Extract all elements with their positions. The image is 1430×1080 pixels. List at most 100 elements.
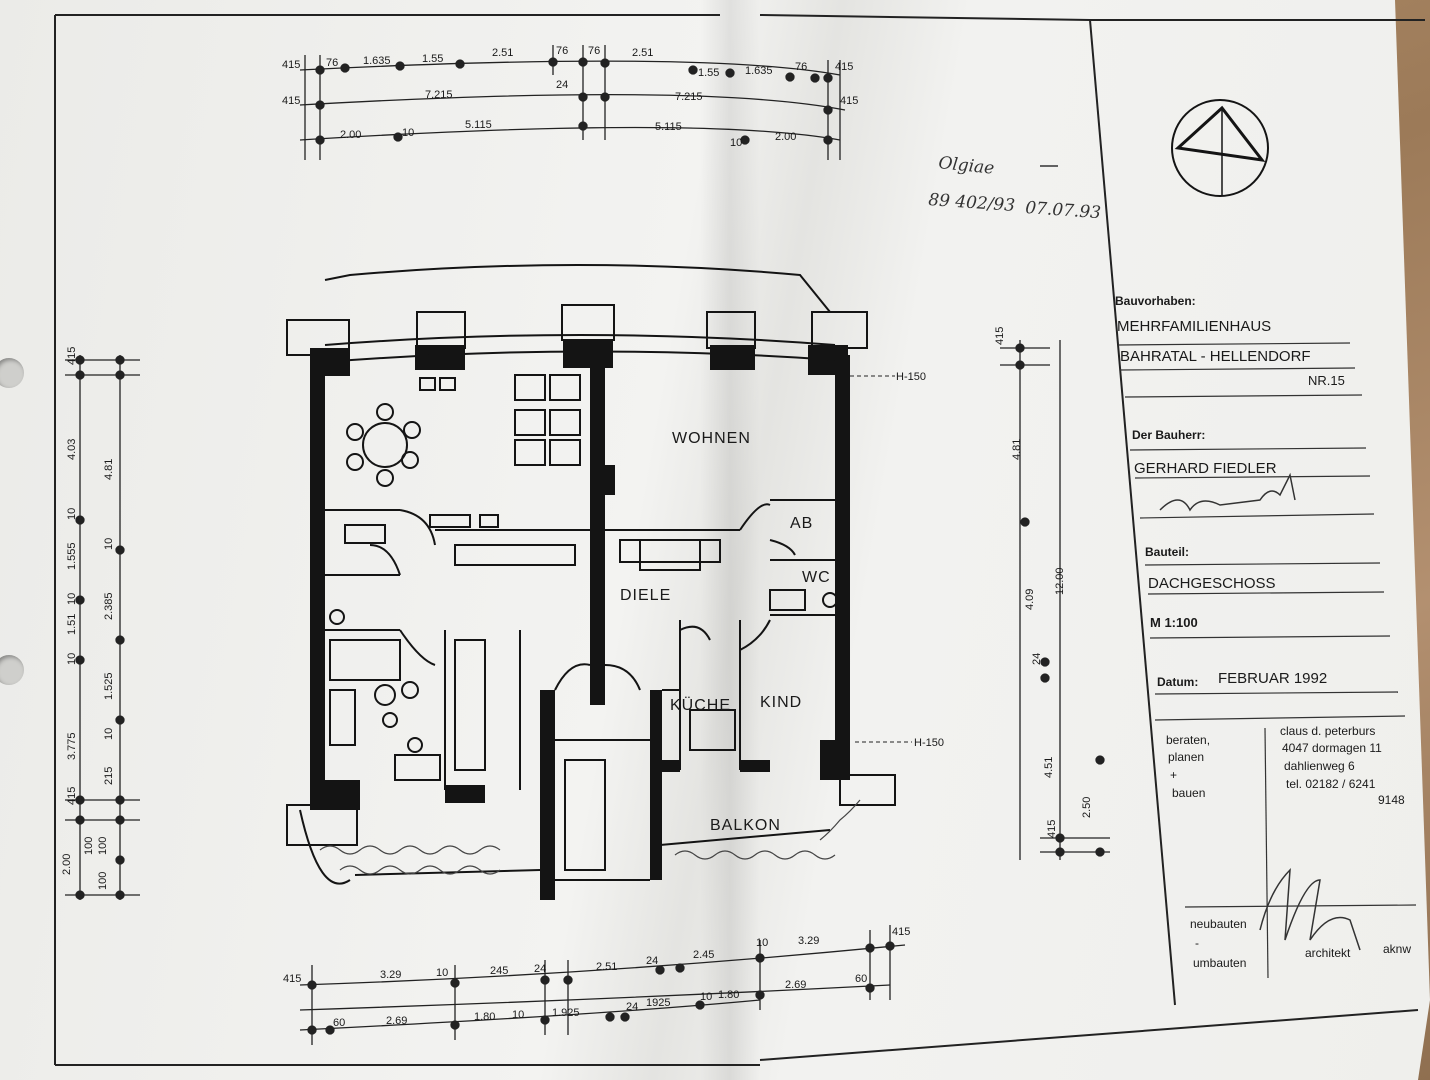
bottom-dimensions: [299, 925, 906, 1045]
dim-left-10: 1.525: [103, 672, 115, 700]
dim-top-2-4: 415: [840, 95, 858, 107]
dim-bottom-3-3: 10: [512, 1009, 524, 1021]
room-label-balkon: BALKON: [710, 817, 781, 834]
room-label-wc: WC: [802, 569, 831, 586]
dim-left-13: 215: [103, 767, 115, 785]
dim-left-5: 1.555: [66, 542, 78, 570]
dim-left-0: 415: [66, 347, 78, 365]
owner-signature: [1159, 472, 1296, 512]
dim-left-4: 10: [103, 538, 115, 550]
project-line-1: MEHRFAMILIENHAUS: [1117, 318, 1271, 335]
dim-right-7: 415: [1046, 820, 1058, 838]
dim-top-1-2: 1.635: [363, 55, 391, 67]
dim-bottom-1-5: 2.51: [596, 961, 617, 973]
scale-value: M 1:100: [1150, 615, 1198, 630]
dim-top-2-0: 415: [282, 95, 300, 107]
dim-top-1-9: 1.635: [745, 65, 773, 77]
dim-left-6: 10: [66, 593, 78, 605]
handwritten-note-1: Olgiae: [937, 153, 995, 179]
dim-left-8: 1.51: [66, 614, 78, 635]
dim-top-3-3: 5.115: [655, 121, 682, 133]
dim-top-1-0: 415: [282, 59, 300, 71]
dim-top-1-8: 1.55: [698, 67, 719, 79]
dim-right-1: 4.81: [1011, 439, 1023, 460]
footer-services-1: neubauten: [1190, 917, 1247, 931]
title-block-lines: [1117, 342, 1417, 979]
project-line-2: BAHRATAL - HELLENDORF: [1120, 348, 1311, 365]
services-1: beraten,: [1166, 733, 1210, 747]
dim-bottom-3-5: 24: [626, 1001, 638, 1013]
room-label-kind: KIND: [760, 694, 802, 711]
dim-bottom-1-10: 415: [892, 926, 910, 938]
dim-top-2-3: 7.215: [675, 91, 703, 103]
dim-top-1-11: 415: [835, 61, 853, 73]
architect-signature: [1259, 868, 1361, 951]
dim-top-1-3: 1.55: [422, 53, 443, 65]
dim-top-1-5: 76: [556, 45, 568, 57]
dim-right-0: 415: [994, 327, 1006, 345]
services-4: bauen: [1172, 786, 1205, 800]
dim-bottom-3-4: 1.925: [552, 1007, 580, 1019]
north-arrow-icon: [1171, 99, 1269, 197]
date-label: Datum:: [1157, 675, 1198, 689]
room-label-ab: AB: [790, 515, 813, 532]
dim-bottom-1-9: 3.29: [798, 935, 819, 947]
services-2: planen: [1168, 750, 1204, 764]
architect-line-1: claus d. peterburs: [1280, 724, 1375, 738]
right-dimensions: [1000, 340, 1110, 860]
dim-left-9: 10: [66, 653, 78, 665]
dim-bottom-3-7: 10: [700, 991, 712, 1003]
balcony-plants: [319, 799, 861, 875]
dim-bottom-1-6: 24: [646, 955, 658, 967]
dim-top-3-4: 10: [730, 137, 742, 149]
dim-left-11: 3.775: [66, 732, 78, 760]
dim-bottom-1-2: 10: [436, 967, 448, 979]
footer-services-2: -: [1195, 936, 1199, 950]
dim-right-6: 2.50: [1081, 797, 1093, 818]
architect-line-4: tel. 02182 / 6241: [1286, 777, 1376, 791]
dim-top-1-1: 76: [326, 57, 338, 69]
dim-top-3-5: 2.00: [775, 131, 796, 143]
dim-right-4: 24: [1031, 653, 1043, 665]
height-mark-upper: H-150: [896, 371, 926, 383]
handwritten-note-3: 07.07.93: [1025, 198, 1102, 223]
architect-line-2: 4047 dormagen 11: [1282, 741, 1382, 755]
dim-bottom-1-7: 2.45: [693, 949, 714, 961]
date-value: FEBRUAR 1992: [1218, 670, 1327, 687]
architect-line-5: 9148: [1378, 793, 1405, 807]
dim-right-3: 4.09: [1024, 589, 1036, 610]
dim-right-2: 12.00: [1054, 567, 1066, 595]
dim-right-5: 4.51: [1043, 757, 1055, 778]
dim-left-7: 2.385: [103, 592, 115, 620]
floor-plan-lines: [286, 264, 896, 885]
dim-top-1-6: 76: [588, 45, 600, 57]
dim-bottom-1-0: 415: [283, 973, 301, 985]
dim-bottom-1-4: 24: [534, 963, 546, 975]
association-label: aknw: [1383, 942, 1411, 956]
dim-left-16: 100: [97, 837, 109, 855]
dim-left-17: 100: [97, 872, 109, 890]
dim-top-1-7: 2.51: [632, 47, 653, 59]
dim-bottom-2-1: 60: [855, 973, 867, 985]
dim-top-3-2: 5.115: [465, 119, 492, 131]
dim-bottom-3-8: 1.80: [718, 989, 739, 1001]
architect-line-3: dahlienweg 6: [1284, 759, 1355, 773]
handwritten-note-2: 89 402/93: [928, 190, 1016, 216]
project-line-3: NR.15: [1308, 373, 1345, 388]
room-label-kueche: KÜCHE: [670, 696, 731, 714]
left-dimensions: [65, 355, 140, 900]
dim-bottom-1-8: 10: [756, 937, 768, 949]
dim-left-15: 2.00: [61, 854, 73, 875]
part-label: Bauteil:: [1145, 545, 1189, 559]
part-value: DACHGESCHOSS: [1148, 575, 1276, 592]
dim-left-2: 4.81: [103, 459, 115, 480]
dining-table: [329, 403, 838, 753]
owner-name: GERHARD FIEDLER: [1134, 460, 1277, 477]
punch-hole-bottom: [0, 655, 24, 685]
dim-left-12: 10: [103, 728, 115, 740]
stair-grid: [597, 465, 615, 495]
room-label-wohnen: WOHNEN: [672, 430, 751, 447]
dim-bottom-3-6: 1925: [646, 997, 670, 1009]
dim-bottom-1-1: 3.29: [380, 969, 401, 981]
